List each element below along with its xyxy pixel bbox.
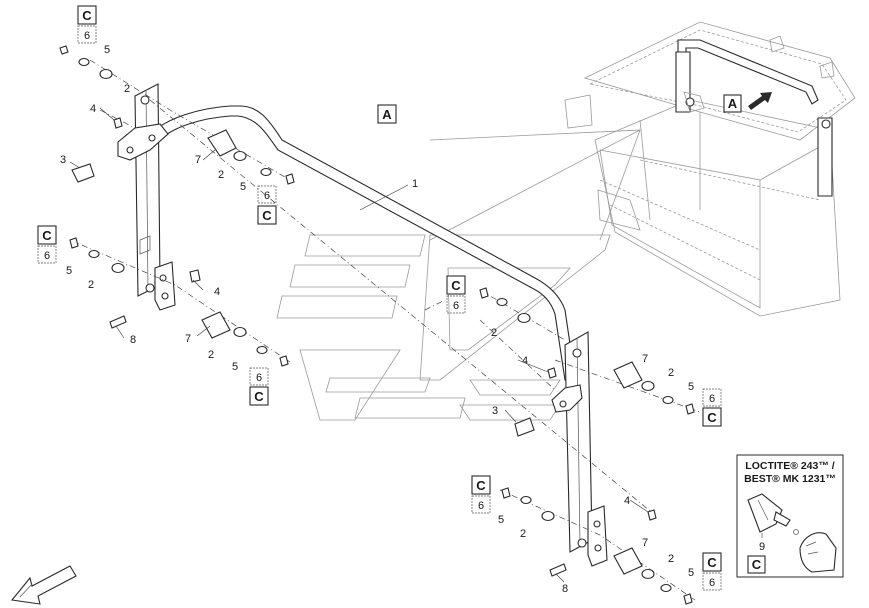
reference-boxes: C 6 6 C C 6 C 6 6 C [37,5,722,591]
callout-bushing-left-low: 2 [208,349,214,361]
callout-bolt-right: 8 [562,583,568,595]
callout-spacer-upper: 7 [195,154,201,166]
callout-bolt-left: 8 [130,334,136,346]
callout-bushing-left-mid: 2 [88,279,94,291]
callout-knob-right: 3 [492,405,498,417]
svg-text:C: C [451,278,461,293]
leaders [69,107,649,583]
svg-text:6: 6 [709,577,715,589]
svg-text:C: C [707,555,717,570]
ref-box-upper-mid: 6 C [257,185,277,225]
callout-washer-left-mid: 5 [66,265,72,277]
callout-bushing-right: 2 [668,367,674,379]
view-a-label: A [728,96,738,111]
svg-text:6: 6 [44,250,50,262]
svg-text:C: C [262,208,272,223]
callout-bushing-lower: 2 [520,528,526,540]
hardware [59,45,695,605]
callout-nut-center: 4 [522,355,528,367]
ref-box-left-mid: C 6 [37,225,57,264]
loctite-item-number: 9 [759,541,765,553]
ref-box-top-left: C 6 [77,5,97,44]
callout-washer-left-low: 5 [232,361,238,373]
machine-overview: A [564,21,856,317]
loctite-line2: BEST® MK 1231™ [744,473,836,485]
callout-washer-upper-left: 5 [104,44,110,56]
svg-text:C: C [42,228,52,243]
callout-washer-right: 5 [688,381,694,393]
callout-washer-lower: 5 [498,514,504,526]
svg-text:C: C [707,410,717,425]
callout-spacer-left-low: 7 [185,333,191,345]
callout-bushing-center: 2 [491,327,497,339]
callout-nut-left-mid: 4 [214,286,220,298]
chevron-background [276,129,641,421]
svg-text:6: 6 [453,300,459,312]
loctite-inset: LOCTITE® 243™ / BEST® MK 1231™ 9 C [736,454,844,578]
ref-box-lower-right: C 6 [702,552,722,591]
callout-nut-upper-left: 4 [90,103,96,115]
svg-text:A: A [382,107,392,122]
svg-text:6: 6 [264,190,270,202]
svg-text:C: C [82,8,92,23]
direction-arrow-icon [10,565,77,605]
ref-box-center: C 6 [446,275,466,314]
callout-bushing-upper: 2 [218,169,224,181]
svg-text:C: C [476,478,486,493]
hand-icon [799,532,837,573]
callout-nut-lower-right: 4 [624,495,630,507]
ref-box-right: 6 C [702,388,722,427]
callout-washer-lower-right: 5 [688,567,694,579]
callout-washer-upper: 5 [240,181,246,193]
callout-spacer-right: 7 [642,353,648,365]
svg-text:6: 6 [478,500,484,512]
callout-spacer-lower: 7 [642,537,648,549]
centerlines [69,59,701,601]
svg-text:6: 6 [256,372,262,384]
loctite-badge: C [752,557,762,572]
callout-bar-1: 1 [412,178,418,190]
svg-text:6: 6 [84,30,90,42]
svg-text:6: 6 [709,393,715,405]
view-a-box: A [377,104,397,124]
view-arrow-icon [748,92,772,110]
bar-assembly [117,83,608,567]
loctite-line1: LOCTITE® 243™ / [745,460,835,472]
svg-text:C: C [254,389,264,404]
callout-bushing-upper-left: 2 [124,83,130,95]
ref-box-lower-left: 6 C [249,367,269,406]
callout-bushing-lower-right: 2 [668,553,674,565]
callouts: 1 5 2 4 3 7 2 5 5 2 4 7 2 5 8 2 4 3 7 2 … [60,44,694,595]
callout-knob-left: 3 [60,154,66,166]
ref-box-lower-center: C 6 [471,475,491,514]
